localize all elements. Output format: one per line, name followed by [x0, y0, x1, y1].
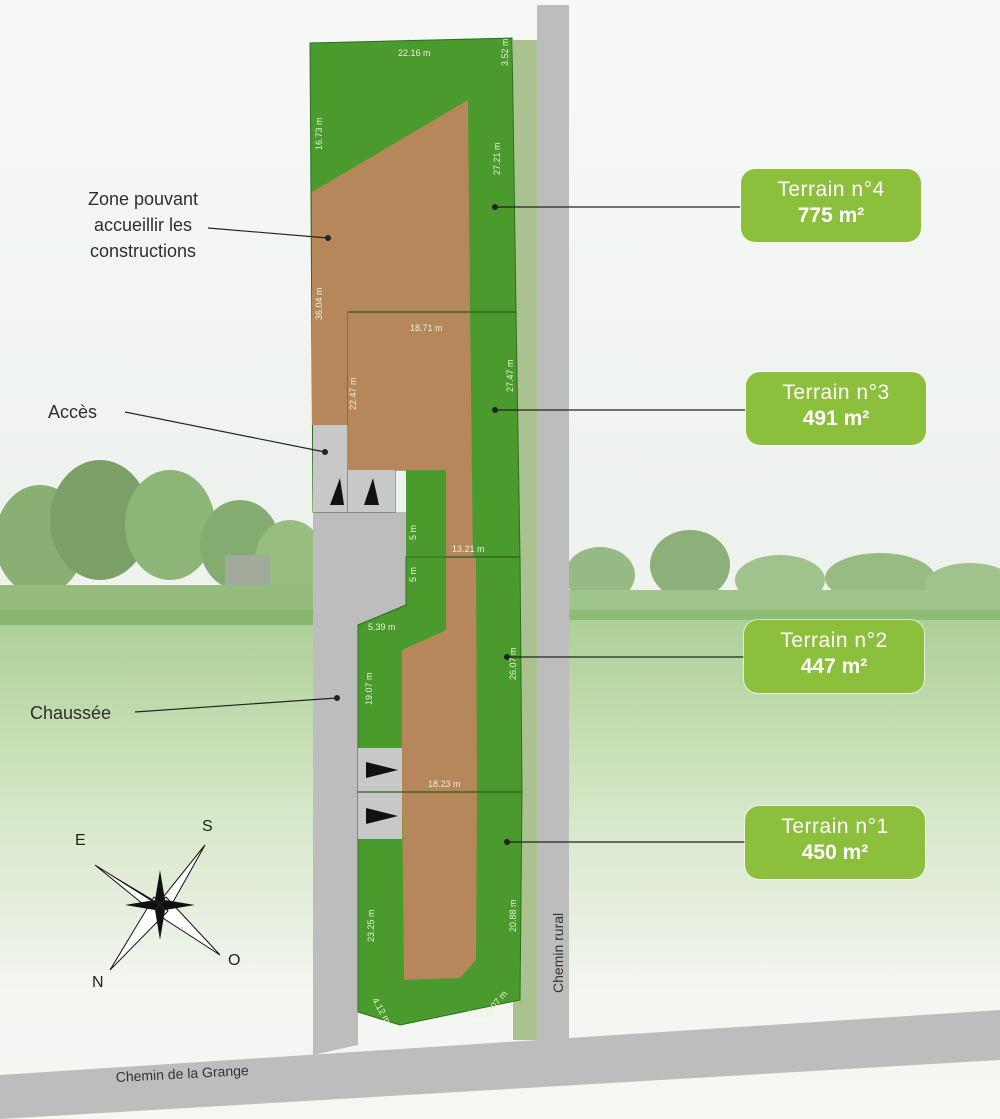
terrain-4-card[interactable]: Terrain n°4 775 m² — [741, 169, 921, 242]
access-arrow-4 — [330, 478, 344, 505]
label-zone-line: accueillir les — [93, 215, 193, 235]
dimension-labels: 22.16 m 3.52 m 16.73 m 27.21 m 36.04 m 1… — [314, 38, 518, 1024]
construction-zone-1 — [402, 792, 477, 980]
dim-label: 5 m — [408, 567, 418, 582]
access-arrow-3 — [364, 478, 379, 505]
access-arrow-1 — [366, 808, 398, 824]
dim-label: 18.23 m — [428, 779, 461, 789]
dim-label: 20.88 m — [508, 899, 518, 932]
terrain-area: 447 m² — [800, 655, 868, 678]
dim-label: 27.47 m — [505, 359, 515, 392]
dim-label: 22.47 m — [348, 377, 358, 410]
compass-north-label: N — [92, 974, 104, 991]
terrain-name: Terrain n°1 — [781, 815, 889, 838]
terrain-area: 450 m² — [801, 841, 869, 864]
terrain-area: 775 m² — [797, 204, 865, 227]
dim-label: 19.07 m — [364, 672, 374, 705]
dim-label: 18.71 m — [410, 323, 443, 333]
compass-south-label: S — [202, 818, 213, 835]
terrain-1-card[interactable]: Terrain n°1 450 m² — [745, 806, 925, 879]
compass-east-label: E — [75, 832, 86, 849]
construction-zone-4 — [312, 100, 470, 425]
dim-label: 5 m — [408, 525, 418, 540]
tree-line-left — [0, 460, 325, 625]
dim-label: 36.04 m — [314, 287, 324, 320]
terrain-name: Terrain n°2 — [780, 629, 888, 652]
label-chaussee: Chaussée — [30, 703, 112, 723]
dim-label: 27.21 m — [492, 142, 502, 175]
dim-label: 22.16 m — [398, 48, 431, 58]
road-label-chemin-rural: Chemin rural — [550, 913, 566, 993]
dim-label: 5.39 m — [368, 622, 396, 632]
compass-west-label: O — [228, 952, 241, 969]
label-acces: Accès — [48, 402, 98, 422]
dim-label: 13.21 m — [452, 544, 485, 554]
terrain-name: Terrain n°3 — [782, 381, 890, 404]
road-chemin-rural — [537, 5, 569, 1045]
terrain-2-card[interactable]: Terrain n°2 447 m² — [744, 620, 924, 693]
road-chemin-de-la-grange — [0, 1010, 1000, 1119]
dim-label: 16.73 m — [314, 117, 324, 150]
leader-dots — [322, 204, 510, 845]
dim-label: 26.07 m — [508, 647, 518, 680]
dim-label: 23.25 m — [366, 909, 376, 942]
compass-rose-icon — [94, 844, 221, 971]
label-zone-constructions: Zone pouvant accueillir les construction… — [58, 186, 228, 264]
terrain-name: Terrain n°4 — [777, 178, 885, 201]
green-strip-3 — [406, 470, 446, 557]
label-zone-line: constructions — [89, 241, 197, 261]
dim-label: 3.52 m — [500, 38, 510, 66]
access-arrow-2 — [366, 762, 398, 778]
road-label-chemin-de-la-grange: Chemin de la Grange — [115, 1062, 249, 1085]
construction-zone-3 — [348, 312, 473, 557]
dim-label: 4.01 m — [466, 1009, 494, 1019]
construction-zone-2 — [402, 557, 477, 792]
terrain-3-card[interactable]: Terrain n°3 491 m² — [746, 372, 926, 445]
tree-line-right — [565, 530, 1000, 620]
label-zone-line: Zone pouvant — [87, 189, 199, 209]
terrain-area: 491 m² — [802, 407, 870, 430]
leader-lines — [124, 206, 745, 843]
plot-boundaries — [348, 311, 522, 793]
road-chaussee — [313, 512, 406, 1055]
